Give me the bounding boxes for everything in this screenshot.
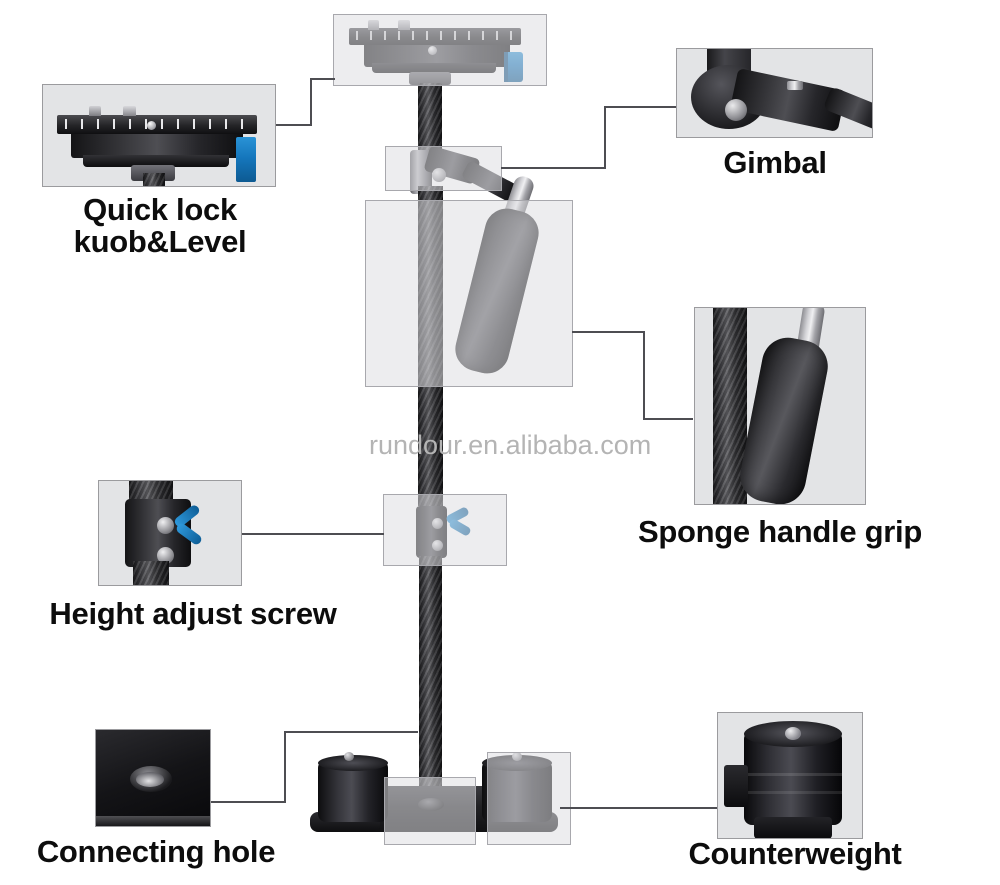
- callout-photo-counterweight: [717, 712, 863, 839]
- leader-height-adjust: [238, 533, 384, 535]
- highlight-box-gimbal: [385, 146, 502, 191]
- leader-gimbal-seg1: [501, 167, 605, 169]
- cl-cw-ridge-2: [744, 791, 842, 794]
- cl-cw-base: [754, 817, 832, 838]
- highlight-box-height-adjust: [383, 494, 507, 566]
- callout-photo-gimbal: [676, 48, 873, 138]
- cl-ql-rod: [143, 173, 165, 186]
- cl-ql-blue-lever: [236, 137, 256, 182]
- callout-photo-sponge-grip: [694, 307, 866, 505]
- cl-gb-screw-detail: [787, 81, 803, 90]
- leader-sponge-seg1: [572, 331, 644, 333]
- leader-quick-lock-seg1: [276, 124, 312, 126]
- callout-label-sponge-grip: Sponge handle grip: [638, 514, 922, 549]
- leader-quick-lock-seg3: [310, 78, 335, 80]
- cl-ql-plate-body: [71, 134, 243, 158]
- cl-sg-grip: [735, 333, 833, 504]
- highlight-box-counterweight: [487, 752, 571, 845]
- highlight-box-quick-lock: [333, 14, 547, 86]
- leader-connecting-seg1: [211, 801, 285, 803]
- lower-carbon-rod: [419, 556, 442, 798]
- callout-photo-connecting-hole: [95, 729, 211, 827]
- cl-cw-side-tab: [724, 765, 748, 807]
- cl-ch-edge-highlight: [96, 816, 210, 826]
- cl-ha-rod-lower: [133, 561, 169, 585]
- cl-ha-screw-lower: [157, 547, 174, 564]
- cl-gb-thumb-screw: [725, 99, 747, 121]
- leader-connecting-seg2: [284, 731, 286, 803]
- counterweight-left-screw: [344, 752, 354, 761]
- leader-sponge-seg3: [643, 418, 693, 420]
- cl-cw-ridge-1: [744, 773, 842, 776]
- cl-ch-hole-inner: [136, 772, 164, 787]
- cl-ql-plate-lip: [83, 155, 229, 167]
- leader-counterweight: [560, 807, 718, 809]
- highlight-box-connecting-hole: [384, 777, 476, 845]
- cl-ql-bubble-level: [147, 121, 156, 130]
- callout-photo-quick-lock: [42, 84, 276, 187]
- cl-ql-post-left: [89, 106, 101, 116]
- leader-gimbal-seg2: [604, 106, 606, 169]
- cl-ql-scale-ticks: [65, 119, 247, 129]
- cl-ql-post-right: [123, 106, 136, 116]
- leader-gimbal-seg3: [604, 106, 684, 108]
- watermark-text: rundour.en.alibaba.com: [369, 430, 652, 460]
- leader-connecting-seg3: [284, 731, 418, 733]
- cl-cw-top-screw: [785, 727, 801, 740]
- counterweight-left-top: [318, 755, 388, 771]
- callout-label-quick-lock: Quick lock kuob&Level: [73, 192, 247, 260]
- callout-label-counterweight: Counterweight: [688, 836, 902, 871]
- cl-ha-screw-upper: [157, 517, 174, 534]
- callout-label-gimbal: Gimbal: [723, 145, 827, 180]
- leader-quick-lock-seg2: [310, 78, 312, 126]
- callout-label-connecting-hole: Connecting hole: [36, 834, 276, 869]
- callout-photo-height-adjust: [98, 480, 242, 586]
- leader-sponge-seg2: [643, 331, 645, 420]
- highlight-box-sponge-grip: [365, 200, 573, 387]
- callout-label-height-adjust: Height adjust screw: [49, 596, 337, 631]
